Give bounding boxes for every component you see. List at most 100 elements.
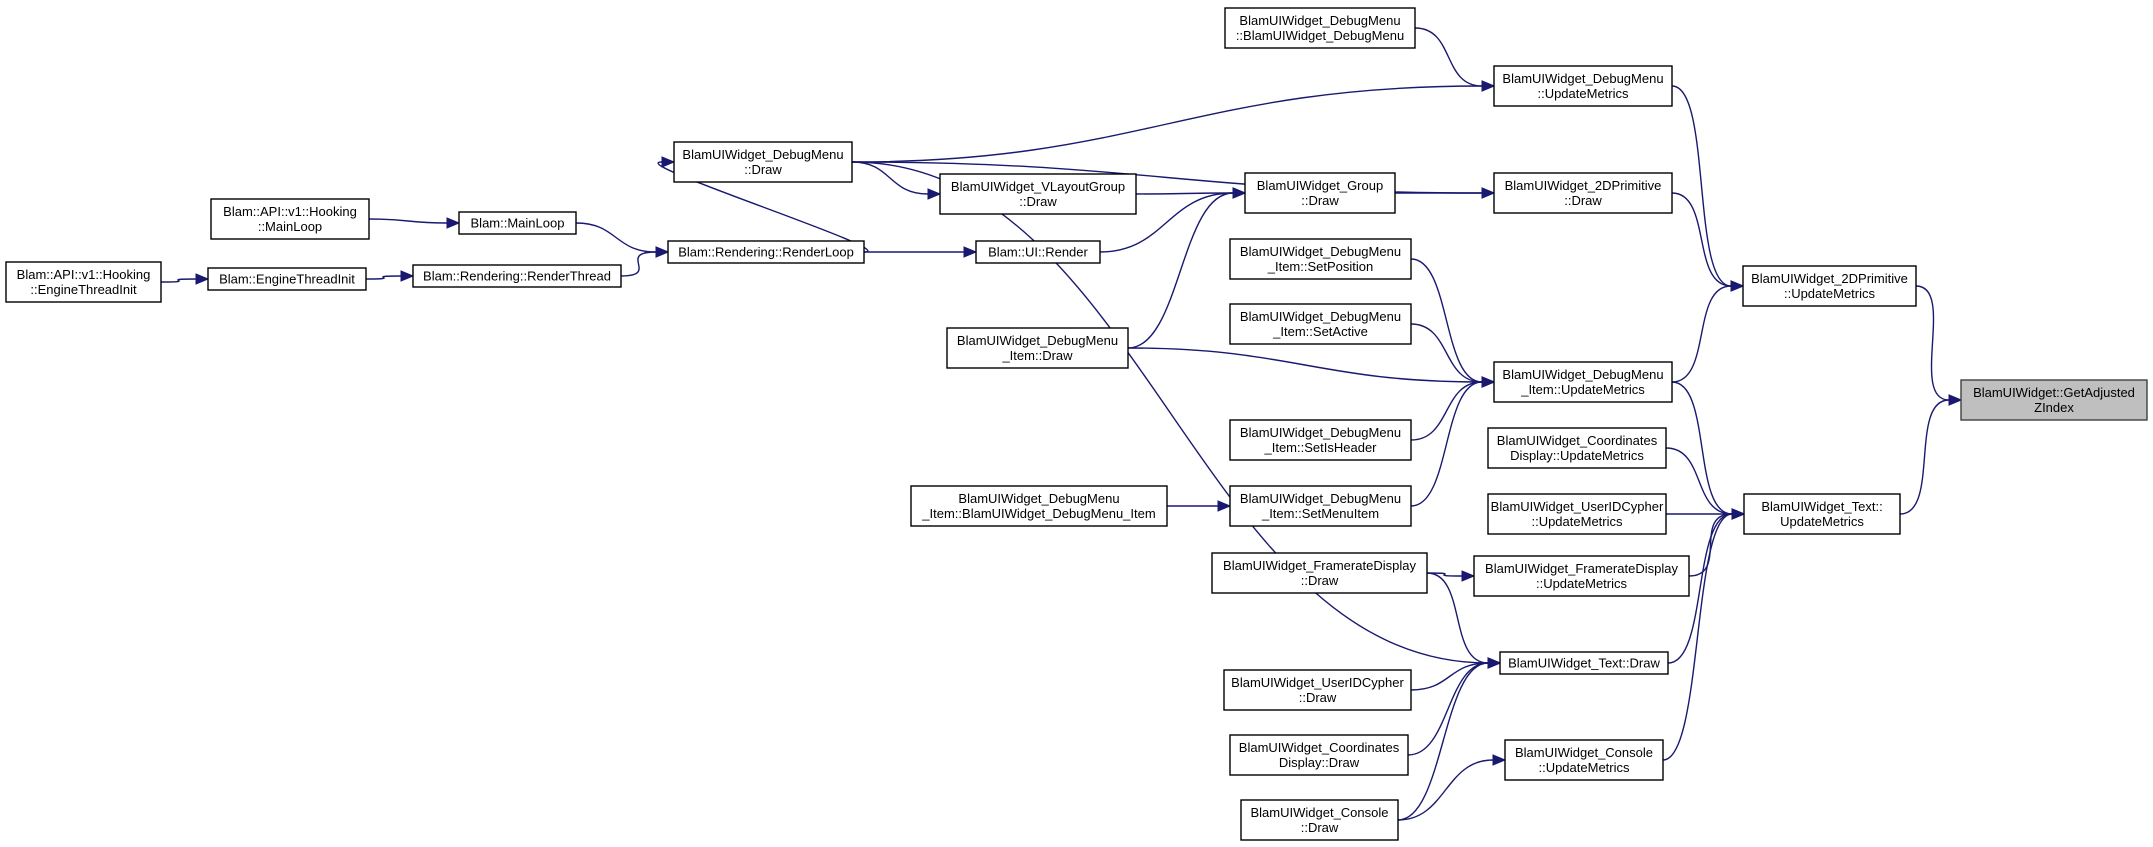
edge-line — [1397, 662, 1489, 821]
edge-dm_draw-to-dm_um — [851, 80, 1496, 163]
arrowhead — [1487, 657, 1502, 669]
edge-grp_draw-to-prim_draw — [1395, 187, 1496, 199]
node-box — [673, 141, 853, 183]
node-box — [946, 327, 1129, 369]
edge-line — [365, 275, 402, 280]
node-uid_draw[interactable]: BlamUIWidget_UserIDCypher::Draw — [1223, 669, 1412, 711]
edge-line — [1667, 513, 1733, 664]
node-dmi_ctor[interactable]: BlamUIWidget_DebugMenu_Item::BlamUIWidge… — [910, 485, 1168, 527]
node-label: _Item::SetIsHeader — [1264, 440, 1378, 455]
node-dmi_draw[interactable]: BlamUIWidget_DebugMenu_Item::Draw — [946, 327, 1129, 369]
node-renderthread[interactable]: Blam::Rendering::RenderThread — [412, 264, 622, 288]
node-box — [1229, 485, 1412, 527]
node-label: BlamUIWidget_FramerateDisplay — [1223, 558, 1416, 573]
node-console_um[interactable]: BlamUIWidget_Console::UpdateMetrics — [1504, 739, 1664, 781]
node-label: BlamUIWidget_DebugMenu — [958, 491, 1119, 506]
node-dm_ctor[interactable]: BlamUIWidget_DebugMenu::BlamUIWidget_Deb… — [1224, 7, 1416, 49]
node-fps_draw[interactable]: BlamUIWidget_FramerateDisplay::Draw — [1211, 552, 1428, 594]
node-label: ::Draw — [1301, 820, 1339, 835]
edge-line — [1410, 323, 1483, 383]
node-label: ::MainLoop — [258, 219, 322, 234]
node-label: ::UpdateMetrics — [1784, 286, 1876, 301]
node-box — [1229, 734, 1409, 776]
node-label: ::Draw — [1019, 194, 1057, 209]
node-text_draw[interactable]: BlamUIWidget_Text::Draw — [1499, 651, 1669, 675]
node-label: Blam::API::v1::Hooking — [17, 267, 151, 282]
node-label: ::Draw — [1299, 690, 1337, 705]
edge-line — [575, 222, 657, 253]
node-label: ::BlamUIWidget_DebugMenu — [1236, 28, 1404, 43]
node-label: ::Draw — [744, 162, 782, 177]
edge-line — [1410, 662, 1489, 691]
node-box — [939, 173, 1137, 215]
node-dm_draw[interactable]: BlamUIWidget_DebugMenu::Draw — [673, 141, 853, 183]
node-dmi_setactive[interactable]: BlamUIWidget_DebugMenu_Item::SetActive — [1229, 303, 1412, 345]
node-label: BlamUIWidget_DebugMenu — [1502, 367, 1663, 382]
node-label: BlamUIWidget_Text::Draw — [1508, 656, 1660, 671]
edge-line — [1410, 381, 1483, 441]
edge-line — [851, 161, 929, 195]
node-label: ::Draw — [1301, 573, 1339, 588]
arrowhead — [1730, 280, 1745, 292]
edge-coord_um-to-text_um — [1665, 447, 1746, 520]
node-label: BlamUIWidget_DebugMenu — [1240, 309, 1401, 324]
node-box — [1742, 265, 1917, 307]
edge-dmi_draw-to-dmi_um — [1127, 347, 1496, 388]
node-mainloop[interactable]: Blam::MainLoop — [458, 211, 577, 235]
arrowhead — [1481, 376, 1496, 388]
node-label: BlamUIWidget_Coordinates — [1239, 740, 1400, 755]
node-uid_um[interactable]: BlamUIWidget_UserIDCypher::UpdateMetrics — [1487, 493, 1667, 535]
node-box — [1229, 419, 1412, 461]
arrowhead — [1217, 500, 1232, 512]
node-prim_draw[interactable]: BlamUIWidget_2DPrimitive::Draw — [1493, 172, 1673, 214]
node-renderloop[interactable]: Blam::Rendering::RenderLoop — [667, 240, 865, 264]
edge-line — [1671, 85, 1732, 287]
edge-line — [160, 278, 197, 283]
edge-line — [1671, 192, 1732, 287]
node-dmi_um[interactable]: BlamUIWidget_DebugMenu_Item::UpdateMetri… — [1493, 361, 1673, 403]
node-coord_um[interactable]: BlamUIWidget_CoordinatesDisplay::UpdateM… — [1487, 427, 1667, 469]
node-api_mainloop[interactable]: Blam::API::v1::Hooking::MainLoop — [210, 198, 370, 240]
node-console_draw[interactable]: BlamUIWidget_Console::Draw — [1240, 799, 1399, 841]
node-label: ::Draw — [1301, 193, 1339, 208]
edge-api_eti-to-eti — [160, 273, 210, 285]
edge-dm_draw-to-vlg_draw — [851, 161, 942, 200]
edge-api_mainloop-to-mainloop — [368, 217, 461, 229]
edge-dmi_um-to-prim_um — [1671, 280, 1745, 383]
node-label: BlamUIWidget_VLayoutGroup — [951, 179, 1125, 194]
node-box — [1473, 555, 1690, 597]
node-label: Display::Draw — [1279, 755, 1360, 770]
edge-line — [368, 218, 448, 224]
edge-line — [1127, 192, 1234, 349]
node-dmi_setmenuitem[interactable]: BlamUIWidget_DebugMenu_Item::SetMenuItem — [1229, 485, 1412, 527]
node-prim_um[interactable]: BlamUIWidget_2DPrimitive::UpdateMetrics — [1742, 265, 1917, 307]
node-dmi_setpos[interactable]: BlamUIWidget_DebugMenu_Item::SetPosition — [1229, 238, 1412, 280]
node-label: BlamUIWidget_DebugMenu — [1240, 425, 1401, 440]
node-label: Blam::Rendering::RenderLoop — [678, 245, 854, 260]
node-grp_draw[interactable]: BlamUIWidget_Group::Draw — [1244, 172, 1396, 214]
node-vlg_draw[interactable]: BlamUIWidget_VLayoutGroup::Draw — [939, 173, 1137, 215]
node-label: _Item::BlamUIWidget_DebugMenu_Item — [921, 506, 1155, 521]
node-text_um[interactable]: BlamUIWidget_Text::UpdateMetrics — [1743, 493, 1901, 535]
edge-renderloop-to-ui_render — [864, 246, 978, 258]
node-box — [1504, 739, 1664, 781]
edge-line — [1899, 399, 1950, 515]
edge-line — [1410, 258, 1483, 383]
node-dmi_setisheader[interactable]: BlamUIWidget_DebugMenu_Item::SetIsHeader — [1229, 419, 1412, 461]
edge-line — [1397, 759, 1494, 821]
node-box — [1960, 379, 2148, 421]
node-box — [1223, 669, 1412, 711]
arrowhead — [1461, 570, 1476, 582]
node-ui_render[interactable]: Blam::UI::Render — [975, 240, 1101, 264]
edge-line — [1099, 192, 1234, 253]
edge-fps_um-to-text_um — [1688, 508, 1746, 577]
node-dm_um[interactable]: BlamUIWidget_DebugMenu::UpdateMetrics — [1493, 65, 1673, 107]
node-label: Display::UpdateMetrics — [1510, 448, 1644, 463]
node-eti[interactable]: Blam::EngineThreadInit — [207, 267, 367, 291]
node-fps_um[interactable]: BlamUIWidget_FramerateDisplay::UpdateMet… — [1473, 555, 1690, 597]
node-label: _Item::Draw — [1001, 348, 1073, 363]
node-api_eti[interactable]: Blam::API::v1::Hooking::EngineThreadInit — [5, 261, 162, 303]
node-box — [1487, 493, 1667, 535]
